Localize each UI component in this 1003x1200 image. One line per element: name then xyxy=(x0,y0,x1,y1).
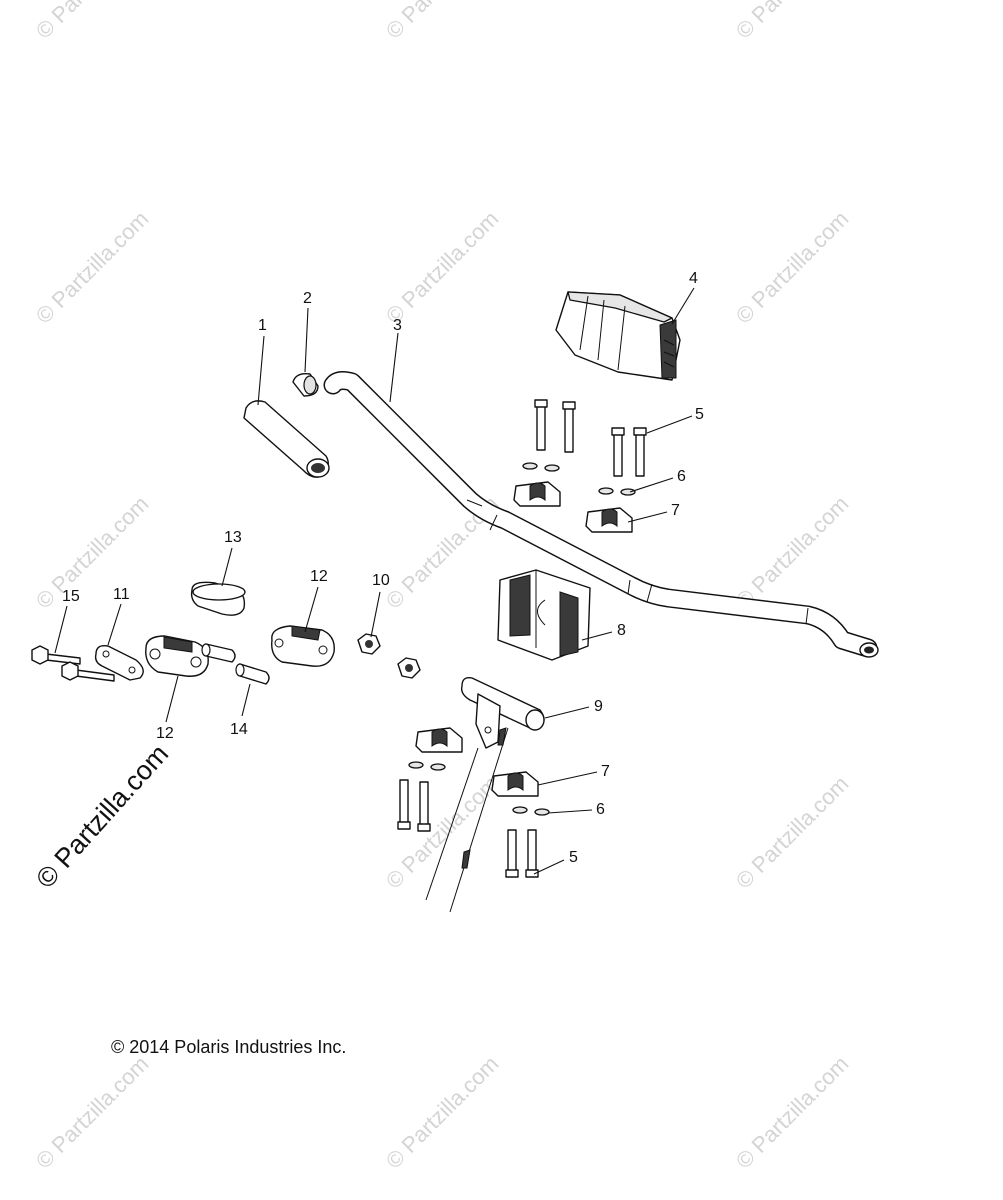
watermark: © Partzilla.com xyxy=(731,1051,854,1174)
clamps-upper xyxy=(513,481,633,533)
callout-3: 3 xyxy=(393,317,402,334)
callout-4: 4 xyxy=(689,270,698,287)
watermark: © Partzilla.com xyxy=(731,491,854,614)
callout-8: 8 xyxy=(617,622,626,639)
watermark-large: © Partzilla.com xyxy=(30,739,174,894)
watermark: © Partzilla.com xyxy=(381,1051,504,1174)
grip xyxy=(243,400,330,478)
watermark-layer: © Partzilla.com © Partzilla.com © Partzi… xyxy=(30,0,853,1174)
watermark: © Partzilla.com xyxy=(31,491,154,614)
leader-lines xyxy=(54,287,695,875)
handlebar-pad xyxy=(555,291,681,381)
mount-bracket xyxy=(425,676,545,913)
watermark: © Partzilla.com xyxy=(731,206,854,329)
callout-9: 9 xyxy=(594,698,603,715)
flange-bolts xyxy=(31,645,115,682)
bolts-lower xyxy=(397,779,539,878)
watermark: © Partzilla.com xyxy=(731,0,854,44)
watermark: © Partzilla.com xyxy=(31,206,154,329)
callout-12: 12 xyxy=(156,725,174,742)
watermark: © Partzilla.com xyxy=(381,771,504,894)
callout-6: 6 xyxy=(596,801,605,818)
watermark: © Partzilla.com xyxy=(381,0,504,44)
callout-15: 15 xyxy=(62,588,80,605)
riser-pad xyxy=(497,569,591,661)
nuts xyxy=(357,633,421,679)
spacers xyxy=(201,643,270,685)
callout-6: 6 xyxy=(677,468,686,485)
callout-7: 7 xyxy=(671,502,680,519)
callout-12: 12 xyxy=(310,568,328,585)
callout-1: 1 xyxy=(258,317,267,334)
callout-10: 10 xyxy=(372,572,390,589)
end-cap xyxy=(292,372,319,397)
clamp-upper xyxy=(271,625,335,667)
copyright-text: © 2014 Polaris Industries Inc. xyxy=(111,1037,346,1057)
callout-5: 5 xyxy=(695,406,704,423)
watermark: © Partzilla.com xyxy=(31,1051,154,1174)
callout-13: 13 xyxy=(224,529,242,546)
callout-11: 11 xyxy=(113,586,130,603)
callout-7: 7 xyxy=(601,763,610,780)
watermark: © Partzilla.com xyxy=(31,0,154,44)
callout-2: 2 xyxy=(303,290,312,307)
bolts-upper xyxy=(534,399,647,477)
callout-numbers: 1 2 3 4 5 6 7 8 9 7 6 5 10 11 12 12 13 1… xyxy=(62,270,704,866)
link-plate xyxy=(94,644,144,681)
watermark: © Partzilla.com xyxy=(381,206,504,329)
callout-14: 14 xyxy=(230,721,248,738)
ring xyxy=(190,581,246,616)
watermark: © Partzilla.com xyxy=(731,771,854,894)
clamp-lower xyxy=(145,635,209,677)
washers-lower xyxy=(408,761,550,816)
washers-upper xyxy=(522,462,636,496)
handlebar xyxy=(323,371,879,658)
callout-5: 5 xyxy=(569,849,578,866)
clamps-lower xyxy=(415,727,539,797)
